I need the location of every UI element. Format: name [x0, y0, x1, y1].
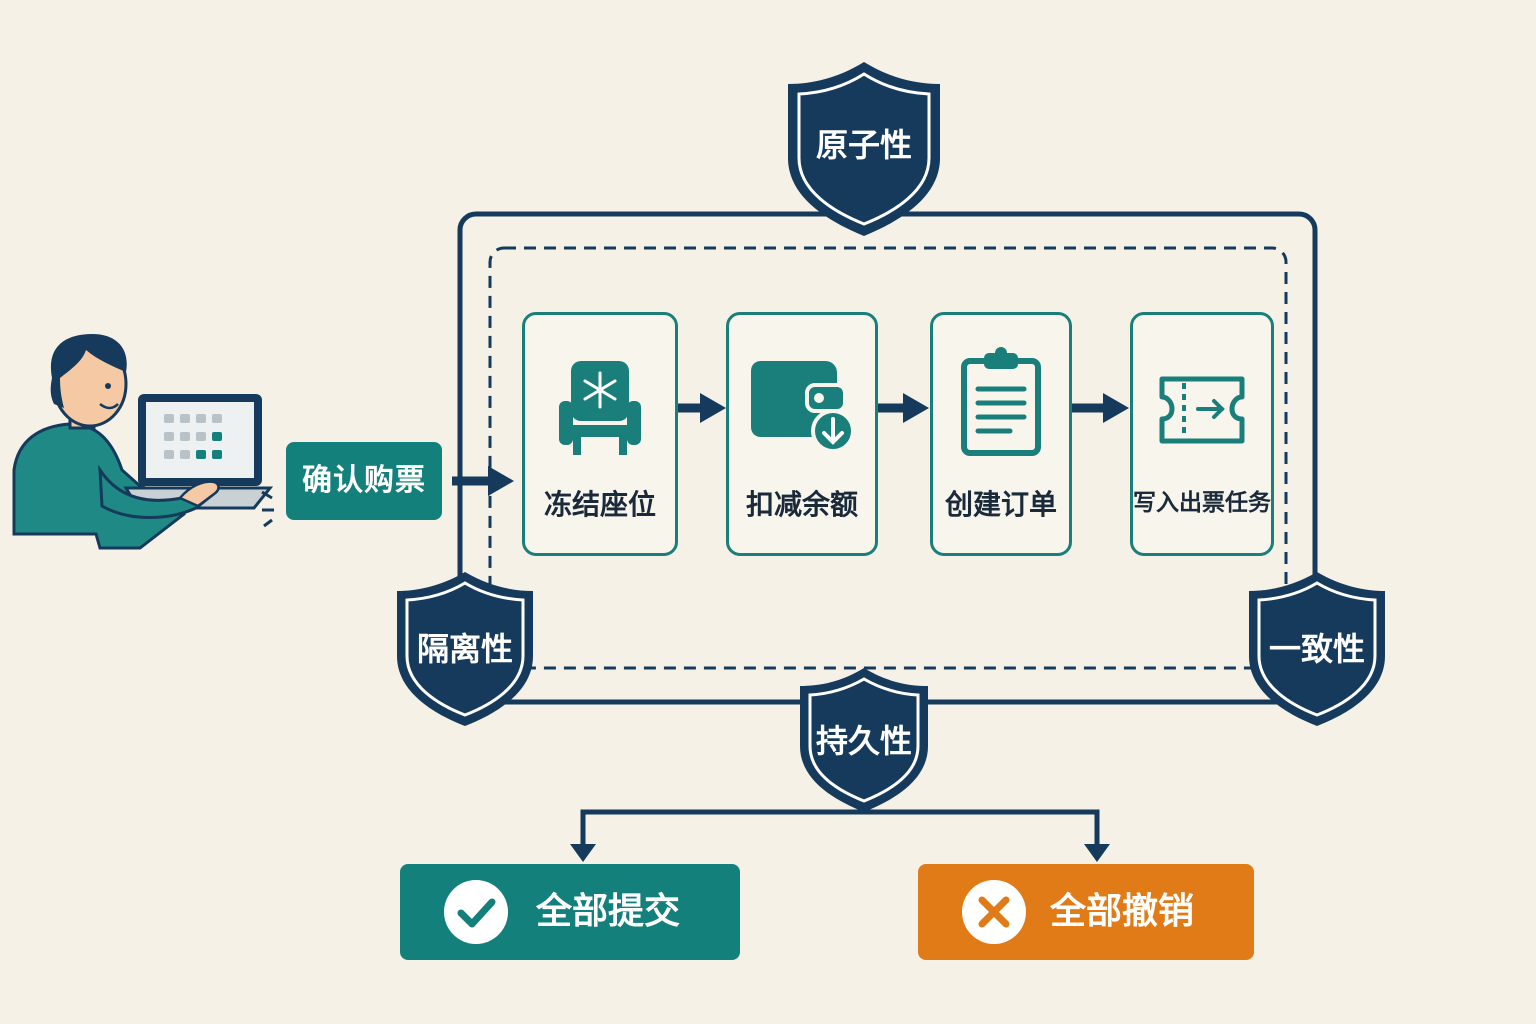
ticket-icon	[1159, 376, 1245, 444]
arrow-confirm-to-steps	[452, 466, 514, 496]
shield-durability	[800, 668, 928, 812]
shield-consistency	[1249, 572, 1385, 726]
transaction-inner-dashed-frame	[488, 246, 1288, 670]
step-label-write-ticket-task: 写入出票任务	[1133, 490, 1271, 516]
arrow-step1-to-step2	[677, 393, 726, 423]
arrow-step2-to-step3	[877, 393, 929, 423]
shield-isolation	[397, 572, 533, 726]
isolation-label: 隔离性	[416, 630, 513, 668]
confirm-purchase-button[interactable]: 确认购票	[286, 442, 442, 520]
step-label-freeze-seat: 冻结座位	[543, 488, 656, 521]
consistency-label: 一致性	[1268, 630, 1365, 668]
step-label-deduct-balance: 扣减余额	[745, 488, 858, 521]
step-card-deduct-balance: 扣减余额	[726, 312, 878, 556]
user-illustration	[12, 334, 274, 550]
wallet-deduct-icon	[751, 361, 855, 453]
x-icon	[962, 880, 1026, 944]
step-card-create-order: 创建订单	[930, 312, 1072, 556]
branch-arrows	[570, 790, 1110, 862]
check-icon	[444, 880, 508, 944]
clipboard-icon	[961, 347, 1041, 456]
durability-label: 持久性	[815, 722, 912, 760]
arrow-step3-to-step4	[1070, 393, 1129, 423]
rollback-all-button[interactable]: 全部撤销	[918, 864, 1254, 960]
commit-all-label: 全部提交	[536, 891, 681, 932]
frozen-seat-icon	[559, 361, 641, 455]
commit-all-button[interactable]: 全部提交	[400, 864, 740, 960]
step-card-write-ticket-task: 写入出票任务	[1130, 312, 1274, 556]
rollback-all-label: 全部撤销	[1050, 891, 1195, 932]
shield-atomicity	[788, 62, 940, 236]
step-label-create-order: 创建订单	[944, 488, 1057, 521]
atomicity-label: 原子性	[815, 126, 912, 164]
step-card-freeze-seat: 冻结座位	[522, 312, 678, 556]
